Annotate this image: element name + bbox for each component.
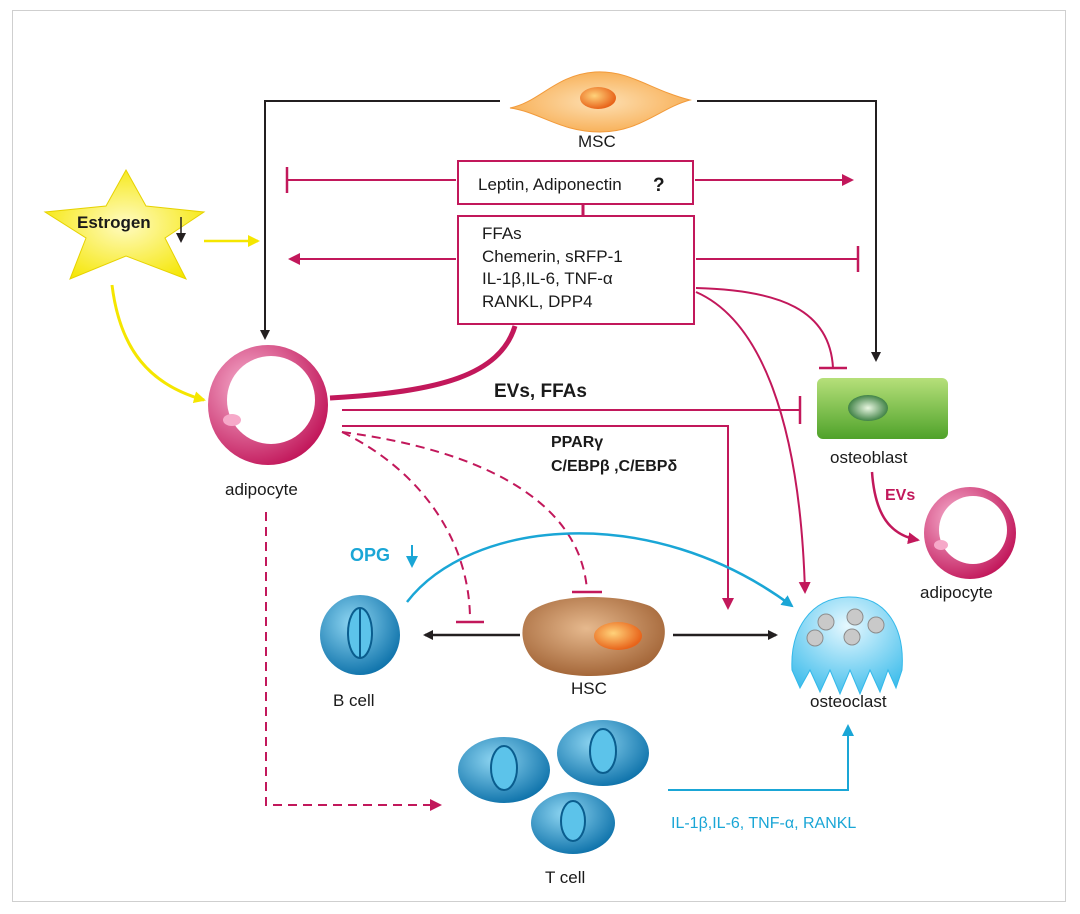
figure-frame: [12, 10, 1066, 902]
estrogen-star-icon: [43, 168, 206, 280]
tcell-cytokines-label: IL-1β,IL-6, TNF-α, RANKL: [671, 815, 856, 832]
cytokine-box-line1: FFAs: [482, 224, 522, 243]
estrogen-label: Estrogen: [77, 213, 151, 232]
adipocyte-left-label: adipocyte: [225, 480, 298, 499]
cytokine-inhibit-osteoblast-curve: [695, 287, 834, 369]
b-cell-label: B cell: [333, 691, 375, 710]
evs-label: EVs: [885, 487, 915, 504]
cebp-label: C/EBPβ ,C/EBPδ: [551, 458, 677, 475]
leptin-box-question-mark: ?: [653, 175, 665, 196]
osteoblast-evs-arrow: [870, 471, 920, 545]
b-cell-icon: [320, 595, 400, 675]
hsc-icon: [522, 596, 665, 676]
adipocyte-left-icon: [208, 345, 328, 465]
cytokine-box-line3: IL-1β,IL-6, TNF-α: [482, 269, 613, 288]
adipocyte-right-icon: [924, 487, 1016, 579]
evs-ffas-label: EVs, FFAs: [494, 381, 587, 402]
osteoclast-label: osteoclast: [810, 692, 887, 711]
dashed-inhibit-hsc: [341, 431, 588, 591]
ppar-label: PPARγ: [551, 434, 603, 451]
dashed-adipocyte-to-tcell: [265, 512, 442, 811]
osteoblast-label: osteoblast: [830, 448, 908, 467]
tcell-to-osteoclast-arrow: [668, 724, 854, 791]
ppar-arrow: [342, 425, 734, 610]
msc-label: MSC: [578, 132, 616, 151]
t-cell-icon-2: [557, 720, 649, 786]
cytokine-box-line2: Chemerin, sRFP-1: [482, 247, 623, 266]
msc-cell-icon: [509, 71, 692, 133]
leptin-box: [457, 160, 694, 205]
leptin-box-text: Leptin, Adiponectin: [478, 175, 622, 194]
osteoblast-icon: [817, 378, 948, 439]
cytokine-box: [457, 215, 695, 325]
adipocyte-right-label: adipocyte: [920, 583, 993, 602]
dashed-inhibit-bcell: [341, 431, 471, 621]
opg-arc: [406, 532, 794, 608]
estrogen-to-adipocyte-arrow: [110, 284, 206, 404]
cytokine-box-line4: RANKL, DPP4: [482, 292, 593, 311]
t-cell-icon-1: [458, 737, 550, 803]
opg-label: OPG: [350, 545, 390, 565]
cytokine-to-osteoclast-curve: [695, 291, 811, 594]
hsc-label: HSC: [571, 679, 607, 698]
msc-to-adipocyte-arrow: [260, 100, 500, 340]
t-cell-icon-3: [531, 792, 615, 854]
t-cell-label: T cell: [545, 868, 585, 887]
osteoclast-icon: [791, 596, 903, 696]
msc-to-osteoblast-arrow: [697, 100, 881, 362]
adipocyte-box-connection: [329, 325, 518, 401]
